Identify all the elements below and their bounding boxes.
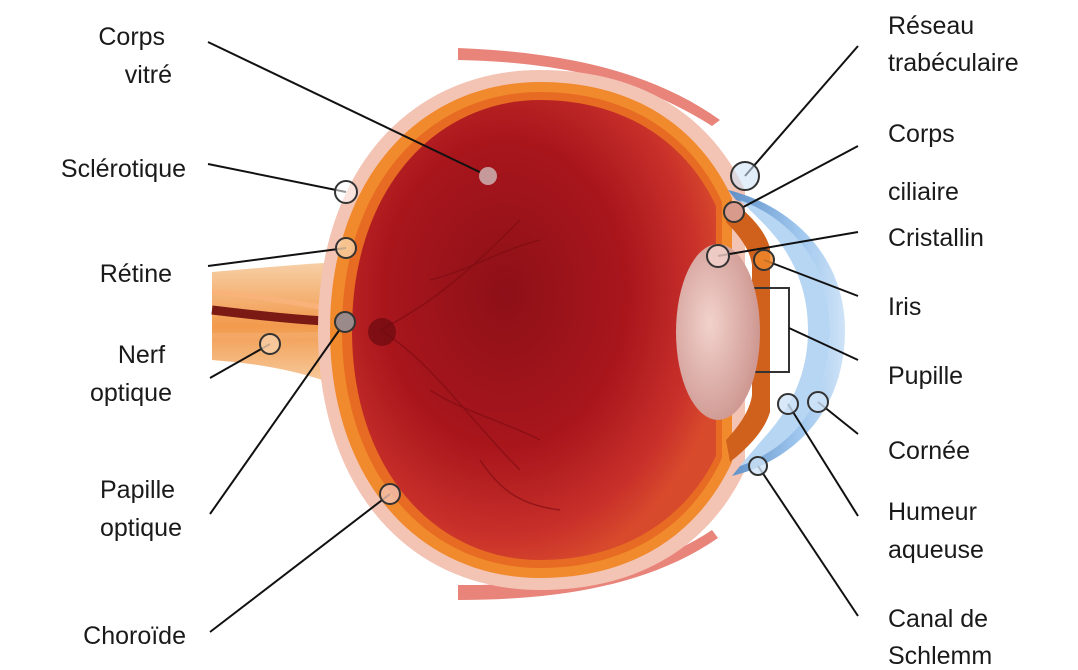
marker-cornee: [808, 392, 828, 412]
marker-choroide: [380, 484, 400, 504]
label-nerf-optique: Nerf optique: [90, 341, 172, 407]
label-reseau-trabeculaire: Réseau trabéculaire: [888, 12, 1019, 77]
leader-canal-de-schlemm: [758, 466, 858, 616]
label-sclerotique: Sclérotique: [61, 155, 186, 183]
label-cornee: Cornée: [888, 437, 970, 465]
leader-humeur-aqueuse: [788, 404, 858, 516]
label-papille-optique: Papille optique: [100, 476, 182, 542]
marker-reseau-trabeculaire: [731, 162, 759, 190]
label-cristallin: Cristallin: [888, 224, 984, 252]
marker-corps-vitre: [479, 167, 497, 185]
label-retine: Rétine: [100, 260, 172, 288]
marker-iris: [754, 250, 774, 270]
label-iris: Iris: [888, 293, 921, 321]
leader-reseau-trabeculaire: [745, 46, 858, 176]
label-pupille: Pupille: [888, 362, 963, 390]
marker-papille-optique: [335, 312, 355, 332]
leader-sclerotique: [208, 164, 346, 192]
marker-nerf-optique: [260, 334, 280, 354]
marker-humeur-aqueuse: [778, 394, 798, 414]
marker-corps-ciliaire: [724, 202, 744, 222]
marker-cristallin: [707, 245, 729, 267]
marker-sclerotique: [335, 181, 357, 203]
marker-canal-de-schlemm: [749, 457, 767, 475]
label-choroide: Choroïde: [83, 622, 186, 650]
leader-choroide: [210, 494, 390, 632]
label-humeur-aqueuse: Humeur aqueuse: [888, 498, 984, 564]
label-corps-vitre: Corps vitré: [98, 23, 172, 89]
label-corps-ciliaire: Corps ciliaire: [888, 120, 962, 206]
vitreous-body-shape: [352, 100, 716, 560]
lens-shape: [676, 244, 760, 420]
label-canal-de-schlemm: Canal de Schlemm: [888, 605, 995, 670]
fovea-dot: [368, 318, 396, 346]
marker-retine: [336, 238, 356, 258]
